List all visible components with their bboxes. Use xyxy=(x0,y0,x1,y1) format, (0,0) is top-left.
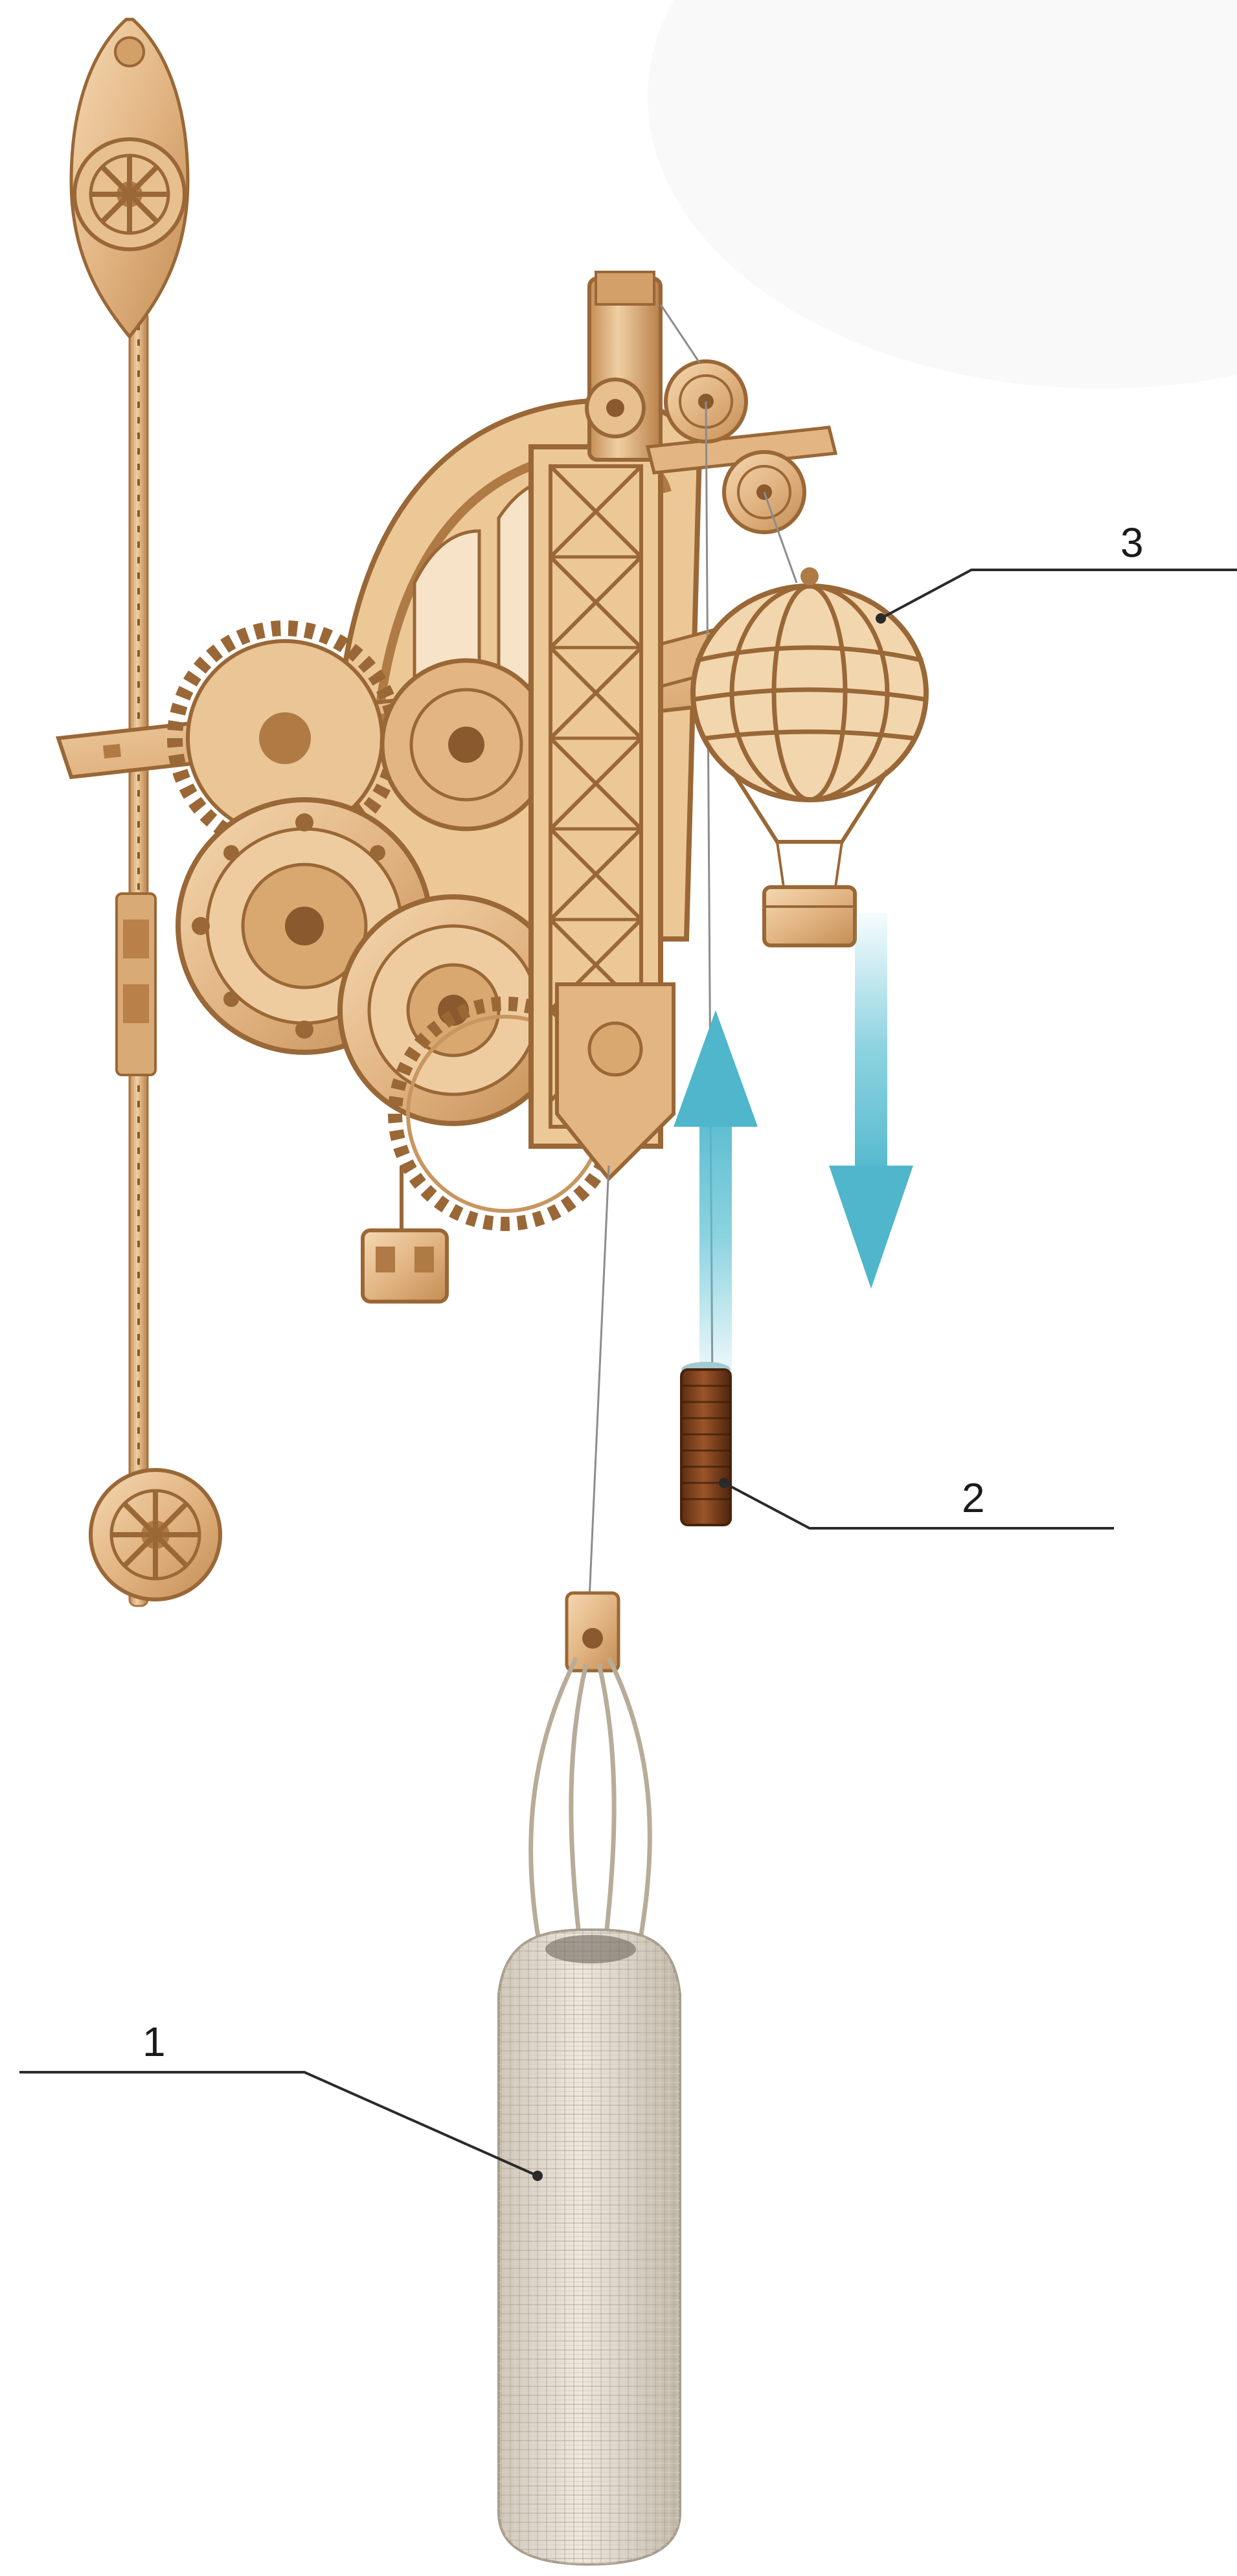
background-glow xyxy=(648,0,1237,389)
sack-weight xyxy=(499,1593,680,2564)
leader-line-1 xyxy=(19,2072,538,2176)
leader-line-3 xyxy=(881,570,1237,618)
down-arrow xyxy=(829,913,913,1289)
callout-label-1: 1 xyxy=(142,2018,166,2065)
leader-line-2 xyxy=(724,1483,1114,1528)
callout-label-3: 3 xyxy=(1120,519,1144,566)
pendulum xyxy=(71,19,220,1606)
lower-right-bracket xyxy=(557,984,674,1179)
balloon-basket xyxy=(764,887,855,945)
up-arrow xyxy=(674,1010,758,1386)
center-gear xyxy=(382,661,550,829)
hot-air-balloon xyxy=(693,567,926,945)
small-gondola xyxy=(363,1166,447,1302)
callout-label-2: 2 xyxy=(962,1474,985,1521)
small-weight xyxy=(681,1362,731,1525)
